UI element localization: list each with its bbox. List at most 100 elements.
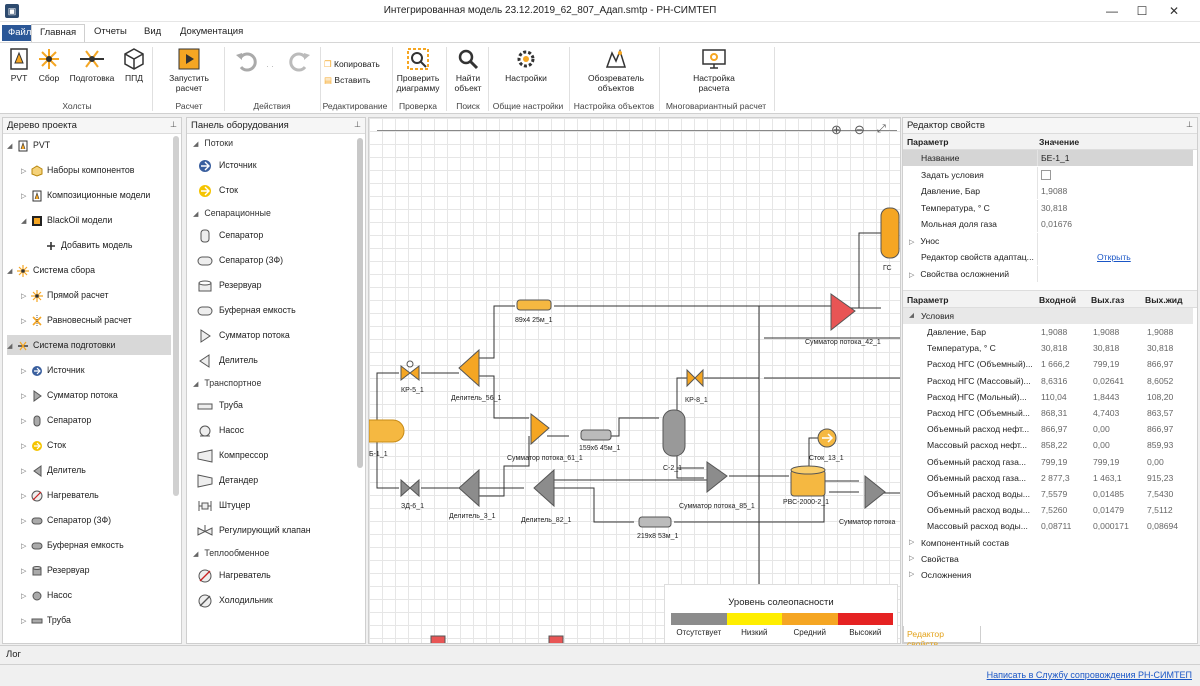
minimize-button[interactable]: — [1106,4,1118,18]
conditions-section-row[interactable]: ◢Условия [903,308,1193,324]
pipe-89[interactable] [516,299,552,311]
object-browser-button[interactable]: Обозреватель объектов [578,47,654,93]
tree-item[interactable]: ◢PVT [7,138,50,152]
check-diagram-button[interactable]: Проверить диаграмму [394,47,442,93]
equipment-section-header[interactable]: ◢Транспортное [193,378,261,388]
pin-icon[interactable]: ⊥ [170,120,177,129]
expand-arrow-icon[interactable]: ▷ [21,593,27,600]
expand-arrow-icon[interactable]: ▷ [21,418,27,425]
gas-separator[interactable] [880,207,900,259]
expand-arrow-icon[interactable]: ▷ [21,568,27,575]
valve-kp5[interactable] [400,364,420,382]
open-link[interactable]: Открыть [1097,252,1131,262]
tree-item[interactable]: ▷Композиционные модели [21,188,150,202]
equipment-item[interactable]: Детандер [197,471,258,489]
property-group-row[interactable]: ▷Свойства [903,551,1193,567]
valve-kp8[interactable] [686,368,704,388]
equipment-item[interactable]: Насос [197,421,244,439]
collapse-arrow-icon[interactable]: ◢ [7,343,13,350]
pin-icon[interactable]: ⊥ [354,120,361,129]
pipe-219[interactable] [638,516,672,528]
equipment-item[interactable]: Нагреватель [197,566,271,584]
tree-item[interactable]: ▷Сепаратор [21,413,91,427]
equipment-item[interactable]: Сепаратор (3Ф) [197,251,283,269]
expand-arrow-icon[interactable]: ▷ [21,618,27,625]
tree-item[interactable]: ▷Делитель [21,463,86,477]
equipment-item[interactable]: Источник [197,156,257,174]
tree-item[interactable]: ▷Компрессор [21,638,96,640]
tree-item[interactable]: Добавить модель [35,238,133,252]
tree-item[interactable]: ▷Источник [21,363,85,377]
collapse-arrow-icon[interactable]: ◢ [21,218,27,225]
collapse-arrow-icon[interactable]: ◢ [193,381,199,388]
redo-button[interactable] [282,47,316,77]
set-conditions-checkbox[interactable] [1041,169,1051,180]
source-block[interactable] [369,419,405,443]
mixer-85[interactable] [706,461,728,494]
expand-arrow-icon[interactable]: ▷ [909,554,915,562]
expand-arrow-icon[interactable]: ▷ [21,443,27,450]
equipment-item[interactable]: Регулирующий клапан [197,521,311,539]
splitter-3[interactable] [458,468,480,508]
find-object-button[interactable]: Найти объект [450,47,486,93]
valve-zd6[interactable] [400,478,420,498]
equipment-item[interactable]: Резервуар [197,276,261,294]
tree-item[interactable]: ◢Система подготовки [7,335,171,355]
zoom-out-icon[interactable]: ⊖ [854,122,865,137]
tree-item[interactable]: ▷Сумматор потока [21,388,118,402]
expand-arrow-icon[interactable]: ▷ [909,538,915,546]
property-group-row[interactable]: ▷Осложнения [903,567,1193,583]
mixer-right[interactable] [864,474,886,510]
tree-item[interactable]: ▷Наборы компонентов [21,163,134,177]
property-editor-bottom-tab[interactable]: Редактор свойств [903,626,981,649]
expand-arrow-icon[interactable]: ▷ [909,238,915,246]
close-button[interactable]: ✕ [1168,4,1180,18]
expand-arrow-icon[interactable]: ▷ [21,493,27,500]
tree-item[interactable]: ▷Сток [21,438,66,452]
property-row[interactable]: ▷Унос [903,232,1193,249]
equipment-item[interactable]: Холодильник [197,591,273,609]
tab-home[interactable]: Главная [31,24,86,42]
gathering-button[interactable]: Сбор [36,47,62,83]
tree-item[interactable]: ◢BlackOil модели [21,213,112,227]
expand-arrow-icon[interactable]: ▷ [909,271,915,279]
collapse-arrow-icon[interactable]: ◢ [7,143,13,150]
property-row[interactable]: ▷Свойства осложнений [903,265,1193,282]
property-value[interactable]: БЕ-1_1 [1041,153,1070,163]
equipment-section-header[interactable]: ◢Сепарационные [193,208,271,218]
undo-button[interactable] [230,47,264,77]
expand-arrow-icon[interactable]: ▷ [21,468,27,475]
separator-c[interactable] [662,409,686,457]
collapse-arrow-icon[interactable]: ◢ [7,268,13,275]
tree-item[interactable]: ◢Система сбора [7,263,95,277]
tree-item[interactable]: ▷Нагреватель [21,488,99,502]
tree-item[interactable]: ▷Труба [21,613,71,627]
tab-reports[interactable]: Отчеты [94,26,127,37]
diagram-canvas[interactable]: ⊕ ⊖ ⤢ [368,117,901,644]
tree-item[interactable]: ▷Прямой расчет [21,288,108,302]
expand-arrow-icon[interactable]: ▷ [21,318,27,325]
paste-button[interactable]: ▤ Вставить [324,75,370,86]
fit-screen-icon[interactable]: ⤢ [877,123,886,135]
run-calculation-button[interactable]: Запустить расчет [160,47,218,93]
expand-arrow-icon[interactable]: ▷ [21,393,27,400]
splitter-82[interactable] [533,468,555,508]
equipment-section-header[interactable]: ◢Потоки [193,138,233,148]
equipment-item[interactable]: Делитель [197,351,258,369]
zoom-in-icon[interactable]: ⊕ [831,122,842,137]
expand-arrow-icon[interactable]: ▷ [21,543,27,550]
collapse-arrow-icon[interactable]: ◢ [193,551,199,558]
mixer-42[interactable] [830,293,856,332]
pin-icon[interactable]: ⊥ [1186,120,1193,129]
tree-item[interactable]: ▷Равновесный расчет [21,313,132,327]
tree-item[interactable]: ▷Буферная емкость [21,538,124,552]
equipment-item[interactable]: Сток [197,181,238,199]
equipment-item[interactable]: Компрессор [197,446,268,464]
tab-view[interactable]: Вид [144,26,162,37]
maximize-button[interactable]: ☐ [1136,4,1148,18]
mixer-61[interactable] [530,412,550,446]
property-row[interactable]: Редактор свойств адаптац...Открыть [903,249,1193,265]
